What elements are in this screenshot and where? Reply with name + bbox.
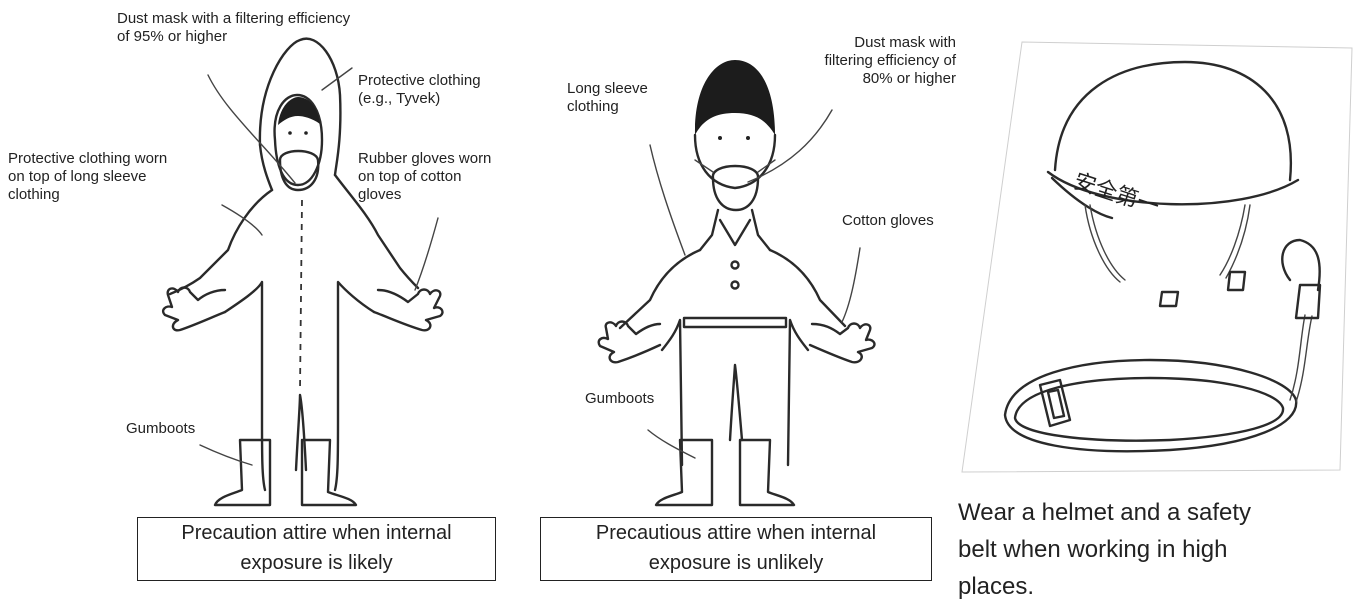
label-long-sleeve: Long sleeve clothing bbox=[567, 80, 648, 116]
caption-likely-exposure: Precaution attire when internal exposure… bbox=[137, 517, 496, 581]
caption-unlikely-exposure: Precautious attire when internal exposur… bbox=[540, 517, 932, 581]
label-gumboots-1: Gumboots bbox=[126, 420, 195, 438]
label-rubber-gloves: Rubber gloves worn on top of cotton glov… bbox=[358, 150, 491, 204]
label-cotton-gloves: Cotton gloves bbox=[842, 212, 934, 230]
label-dust-mask-80: Dust mask with filtering efficiency of 8… bbox=[796, 34, 956, 88]
figure-casual-attire bbox=[599, 60, 875, 505]
figure-protective-suit bbox=[163, 39, 442, 505]
figure2-leader-lines bbox=[648, 110, 860, 458]
helmet-belt-card bbox=[962, 42, 1352, 472]
label-protective-over-long-sleeve: Protective clothing worn on top of long … bbox=[8, 150, 167, 204]
label-gumboots-2: Gumboots bbox=[585, 390, 654, 408]
label-protective-clothing: Protective clothing (e.g., Tyvek) bbox=[358, 72, 481, 108]
helmet-belt-note: Wear a helmet and a safety belt when wor… bbox=[958, 494, 1358, 605]
label-dust-mask-95: Dust mask with a filtering efficiency of… bbox=[117, 10, 350, 46]
figure1-leader-lines bbox=[200, 68, 438, 465]
